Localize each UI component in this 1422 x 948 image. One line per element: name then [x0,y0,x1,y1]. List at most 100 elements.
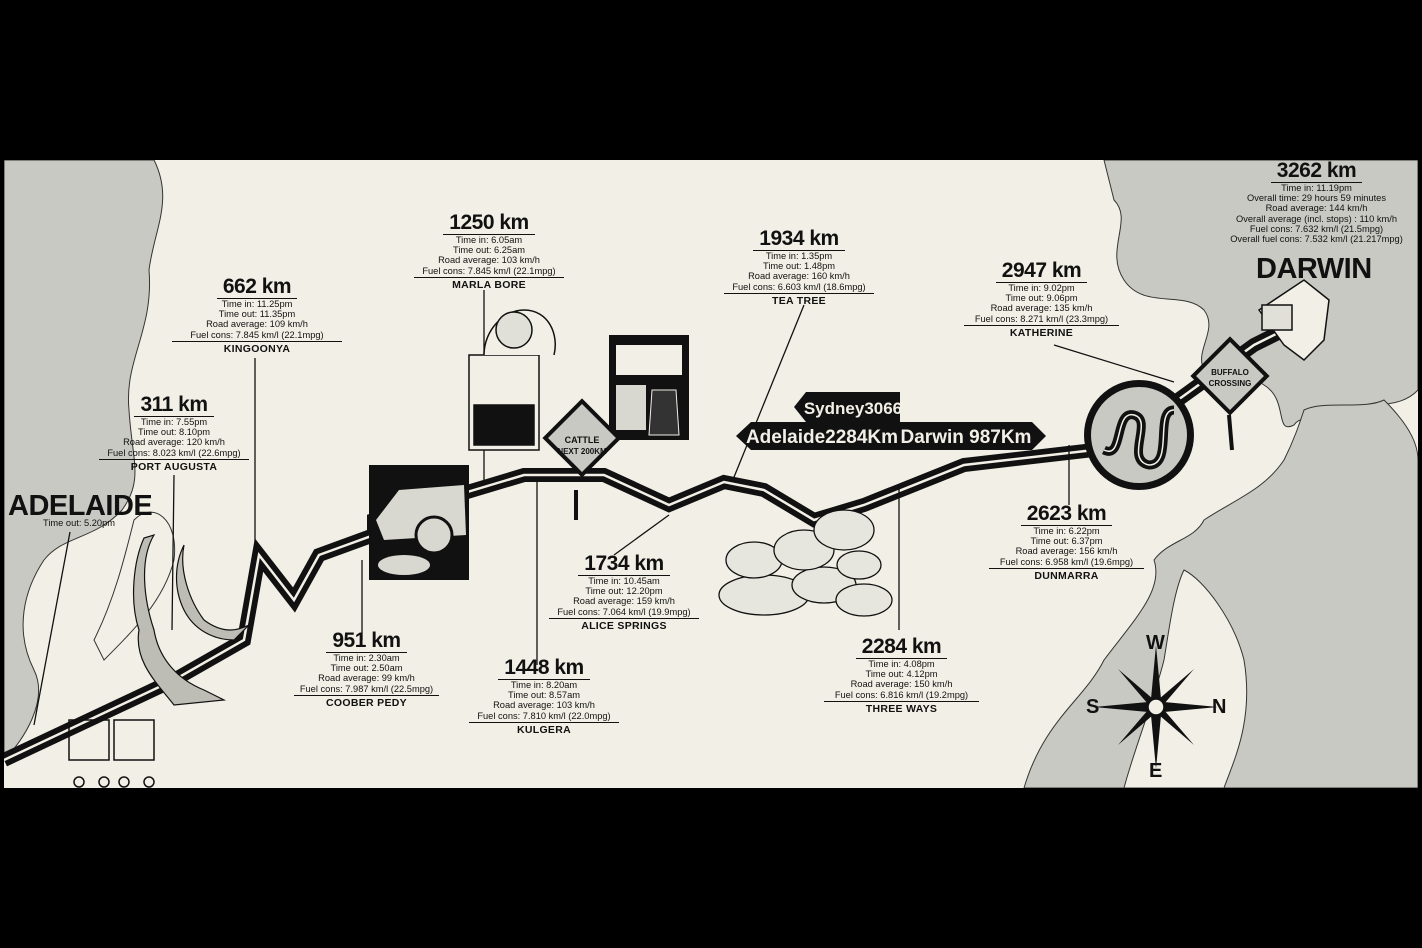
stop-line: Fuel cons: 7.632 km/l (21.5mpg) [1249,223,1384,234]
highway [4,313,1308,767]
stop-distance: 311 km [134,394,214,417]
stop-name: KATHERINE [964,324,1119,339]
darwin-sign-text: Darwin 987Km [901,427,1032,448]
stop-line: Time out: 12.20pm [585,586,663,597]
stop-distance: 1448 km [498,657,590,680]
stop-line: Fuel cons: 7.987 km/l (22.5mpg) [299,683,434,694]
stop-line: Overall fuel cons: 7.532 km/l (21.217mpg… [1230,234,1403,245]
stop-alice-springs: 1734 km Time in: 10.45am Time out: 12.20… [549,553,699,631]
crocodile-illustration [1257,279,1330,361]
stop-line: Time out: 8.57am [508,690,580,701]
stop-line: Overall average (incl. stops) : 110 km/h [1235,213,1398,224]
stop-line: Time in: 11.25pm [221,299,293,309]
space-invaders-text-1: SPACE [634,346,664,356]
kangaroo-illustration [132,533,250,706]
stop-line: Time in: 1.35pm [765,251,833,261]
city-darwin: DARWIN [1256,253,1372,285]
stop-distance: 2623 km [1020,503,1113,526]
stop-line: Time out: 1.48pm [763,261,835,272]
stop-line: Fuel cons: 6.603 km/l (18.6mpg) [732,281,866,292]
stop-line: Fuel cons: 6.958 km/l (19.6mpg) [999,556,1134,567]
fuel-pump-illustration [468,309,556,451]
stop-distance: 1734 km [578,553,670,576]
land-arnhem [1023,399,1418,788]
stop-line: Time in: 8.20am [510,680,578,690]
stop-line: Overall time: 29 hours 59 minutes [1247,193,1386,204]
stop-distance: 951 km [326,630,407,653]
compass-s: S [1086,696,1100,718]
trolley-illustration [68,719,155,788]
stop-line: Time in: 6.05am [455,235,523,245]
stop-darwin: 3262 km Time in: 11.19pm Overall time: 2… [1219,160,1414,244]
buffalo-sign-text-2: CROSSING [1209,379,1252,388]
stop-name: MARLA BORE [414,276,564,291]
stop-line: Road average: 150 km/h [850,679,953,690]
stop-distance: 2947 km [995,260,1088,283]
stop-distance: 662 km [216,276,298,299]
arcade-machine-illustration [609,335,689,440]
stop-line: Road average: 159 km/h [573,596,675,607]
stop-name: PORT AUGUSTA [99,458,249,473]
stop-line: Time in: 2.30am [333,653,400,663]
cattle-sign-text-1: CATTLE [565,435,600,445]
stop-line: Time in: 9.02pm [1008,283,1075,293]
stop-coober-pedy: 951 km Time in: 2.30am Time out: 2.50am … [294,630,439,708]
cattle-sign [542,398,622,520]
stop-line: Time out: 11.35pm [218,309,296,320]
direction-signpost [736,392,1046,450]
adelaide-time-out-text: Time out: 5.20pm [43,518,115,528]
stop-line: Road average: 99 km/h [318,673,415,684]
compass-n: N [1212,696,1227,718]
stop-name: THREE WAYS [824,700,979,715]
route-map: SPACE INVADERS CATTLE NEXT 200KM Sydney3… [4,160,1418,788]
sydney-sign-text: Sydney3066 [804,399,902,418]
stop-line: Road average: 156 km/h [1015,546,1118,557]
stop-distance: 1250 km [443,212,535,235]
city-adelaide: ADELAIDE [8,490,153,522]
adelaide-time-out: Time out: 5.20pm [24,518,134,528]
stop-name: TEA TREE [724,292,874,307]
stop-name: DUNMARRA [989,567,1144,582]
stop-line: Road average: 135 km/h [990,303,1093,314]
stop-line: Fuel cons: 8.023 km/l (22.6mpg) [107,447,241,458]
stop-line: Time out: 6.25am [453,245,525,256]
compass-w: W [1146,632,1165,654]
stop-line: Road average: 103 km/h [438,255,540,266]
stop-three-ways: 2284 km Time in: 4.08pm Time out: 4.12pm… [824,636,979,714]
stop-dunmarra: 2623 km Time in: 6.22pm Time out: 6.37pm… [989,503,1144,581]
stop-kulgera: 1448 km Time in: 8.20am Time out: 8.57am… [469,657,619,735]
compass-rose [1094,645,1218,769]
stop-distance: 3262 km [1270,160,1363,183]
space-invaders-text-2: INVADERS [626,359,672,369]
stop-distance: 1934 km [753,228,845,251]
stop-line: Time out: 9.06pm [1005,293,1078,304]
stop-line: Time in: 4.08pm [868,659,935,669]
cattle-sign-text-2: NEXT 200KM [557,447,607,456]
stop-name: ALICE SPRINGS [549,617,699,632]
adelaide-sign-text: Adelaide2284Km [746,427,898,448]
stop-line: Fuel cons: 6.816 km/l (19.2mpg) [834,689,969,700]
stop-line: Road average: 160 km/h [748,271,850,282]
stop-line: Road average: 120 km/h [123,437,225,448]
compass-e: E [1149,760,1163,782]
stop-distance: 2284 km [855,636,948,659]
stop-line: Time out: 4.12pm [865,669,938,680]
stop-marla-bore: 1250 km Time in: 6.05am Time out: 6.25am… [414,212,564,290]
stop-line: Road average: 103 km/h [493,700,595,711]
stop-line: Fuel cons: 7.845 km/l (22.1mpg) [422,265,556,276]
stop-line: Time in: 7.55pm [140,417,208,427]
stop-name: KINGOONYA [172,340,342,355]
stop-name: KULGERA [469,721,619,736]
stop-line: Time out: 6.37pm [1030,536,1103,547]
map-graphics: SPACE INVADERS CATTLE NEXT 200KM Sydney3… [4,160,1418,788]
stop-port-augusta: 311 km Time in: 7.55pm Time out: 8.10pm … [99,394,249,472]
stop-line: Fuel cons: 7.810 km/l (22.0mpg) [477,710,611,721]
buffalo-sign [1190,336,1270,451]
stop-line: Time in: 6.22pm [1033,526,1100,536]
car-illustration [369,465,469,580]
stop-katherine: 2947 km Time in: 9.02pm Time out: 9.06pm… [964,260,1119,338]
land-south-australia [4,160,164,761]
stop-line: Time in: 10.45am [588,576,660,586]
rock-pile-illustration [718,509,893,617]
stop-line: Fuel cons: 7.845 km/l (22.1mpg) [190,329,324,340]
